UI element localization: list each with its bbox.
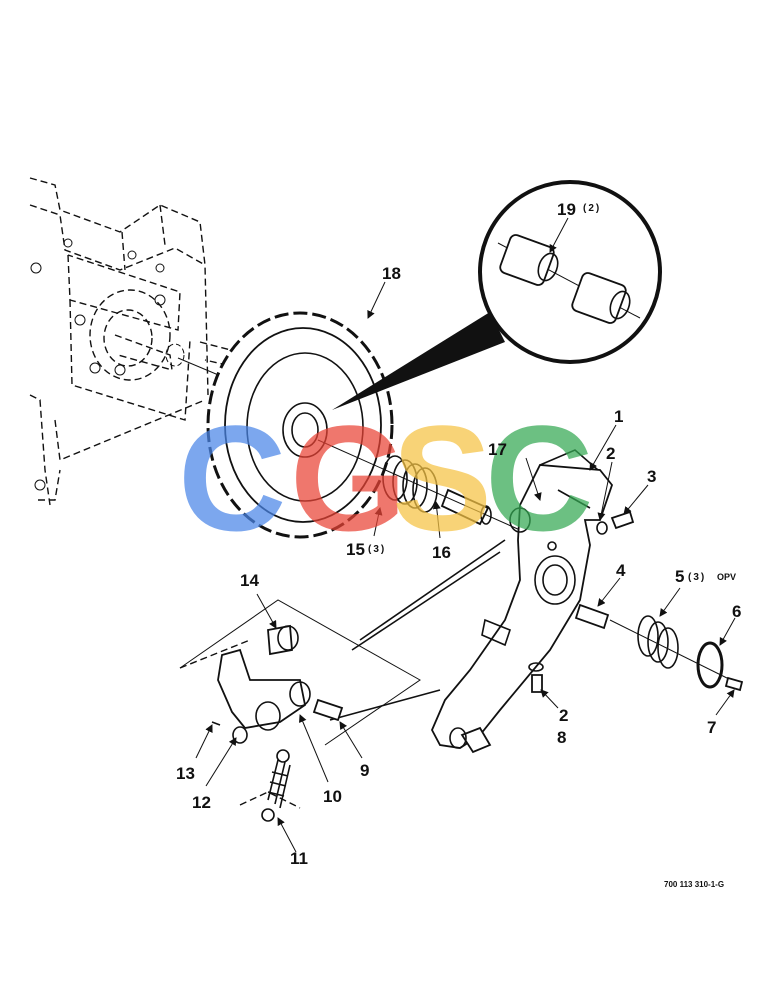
callout-15-qty: (3): [368, 544, 386, 555]
callout-5: 5: [675, 567, 684, 586]
watermark: C G S C: [178, 394, 593, 562]
spring-11: [239, 749, 301, 822]
roller-14: [267, 624, 299, 656]
key-4: [574, 603, 610, 630]
callout-10: 10: [323, 787, 342, 806]
spring-washers: [382, 455, 438, 513]
rod-bottom: [329, 689, 441, 721]
callout-16: 16: [432, 543, 451, 562]
watermark-letter-c1: C: [178, 394, 286, 562]
bolt-8: [528, 662, 544, 693]
callout-7: 7: [707, 718, 716, 737]
watermark-letter-c2: C: [485, 394, 593, 562]
callout-17: 17: [488, 440, 507, 459]
callout-13: 13: [176, 764, 195, 783]
pin-16: [440, 488, 492, 526]
callout-2-lower: 2: [559, 706, 568, 725]
bushing-detail-bubble: [332, 180, 662, 410]
clip-13: [211, 721, 221, 726]
rod-lower: [351, 551, 501, 651]
pin-9: [312, 698, 344, 722]
leader-lines: [195, 217, 736, 853]
callout-labels: 18 19 (2) 1 17 2 3 4 5 (3) OPV 6 7 2 8 1…: [176, 200, 741, 868]
frame-housing: [29, 177, 251, 506]
bracket-plate: [179, 599, 421, 746]
callout-19: 19: [557, 200, 576, 219]
watermark-letter-g: G: [290, 394, 407, 562]
retaining-ring: [696, 641, 724, 689]
callout-9: 9: [360, 761, 369, 780]
sprocket: [206, 311, 394, 539]
callout-18: 18: [382, 264, 401, 283]
callout-5-note: OPV: [717, 572, 736, 582]
spring-washers-5: [637, 615, 679, 669]
callout-11: 11: [290, 849, 308, 868]
callout-15: 15: [346, 540, 365, 559]
rod-upper: [359, 539, 506, 641]
figure-reference: 700 113 310-1-G: [664, 880, 724, 889]
callout-3: 3: [647, 467, 656, 486]
callout-4: 4: [616, 561, 626, 580]
callout-1: 1: [614, 407, 623, 426]
assembly-axis: [317, 439, 521, 531]
callout-19-qty: (2): [583, 203, 601, 214]
callout-8: 8: [557, 728, 566, 747]
callout-2-upper: 2: [606, 444, 615, 463]
callout-14: 14: [240, 571, 259, 590]
axis-5: [609, 619, 736, 683]
callout-12: 12: [192, 793, 211, 812]
watermark-letter-s: S: [392, 394, 492, 562]
bolt-7: [724, 676, 744, 692]
callout-5-qty: (3): [688, 572, 706, 583]
arm: [431, 449, 614, 754]
callout-6: 6: [732, 602, 741, 621]
latch-bracket: [217, 648, 311, 744]
